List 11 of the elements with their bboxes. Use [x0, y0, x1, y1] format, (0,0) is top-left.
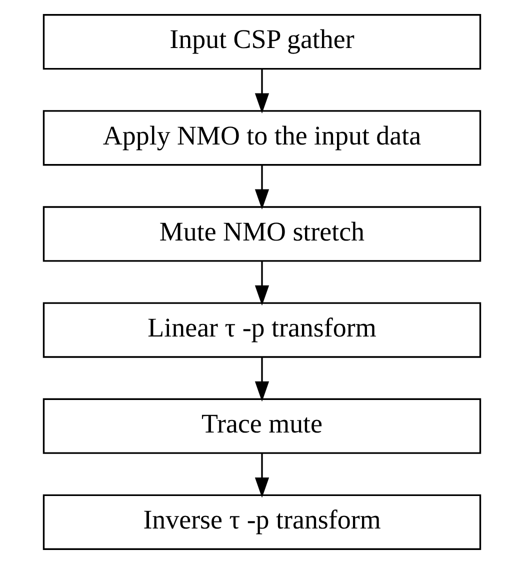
node-box: Mute NMO stretch	[42, 206, 482, 262]
arrow	[254, 164, 270, 210]
node-box: Trace mute	[42, 398, 482, 454]
arrow	[254, 357, 270, 402]
node-box: Linear τ -p transform	[42, 302, 482, 358]
arrow	[254, 453, 270, 498]
arrow	[254, 68, 270, 114]
node-box: Apply NMO to the input data	[42, 110, 482, 166]
arrow	[254, 260, 270, 306]
node-box: Inverse τ -p transform	[42, 494, 482, 550]
node-box: Input CSP gather	[42, 14, 482, 70]
